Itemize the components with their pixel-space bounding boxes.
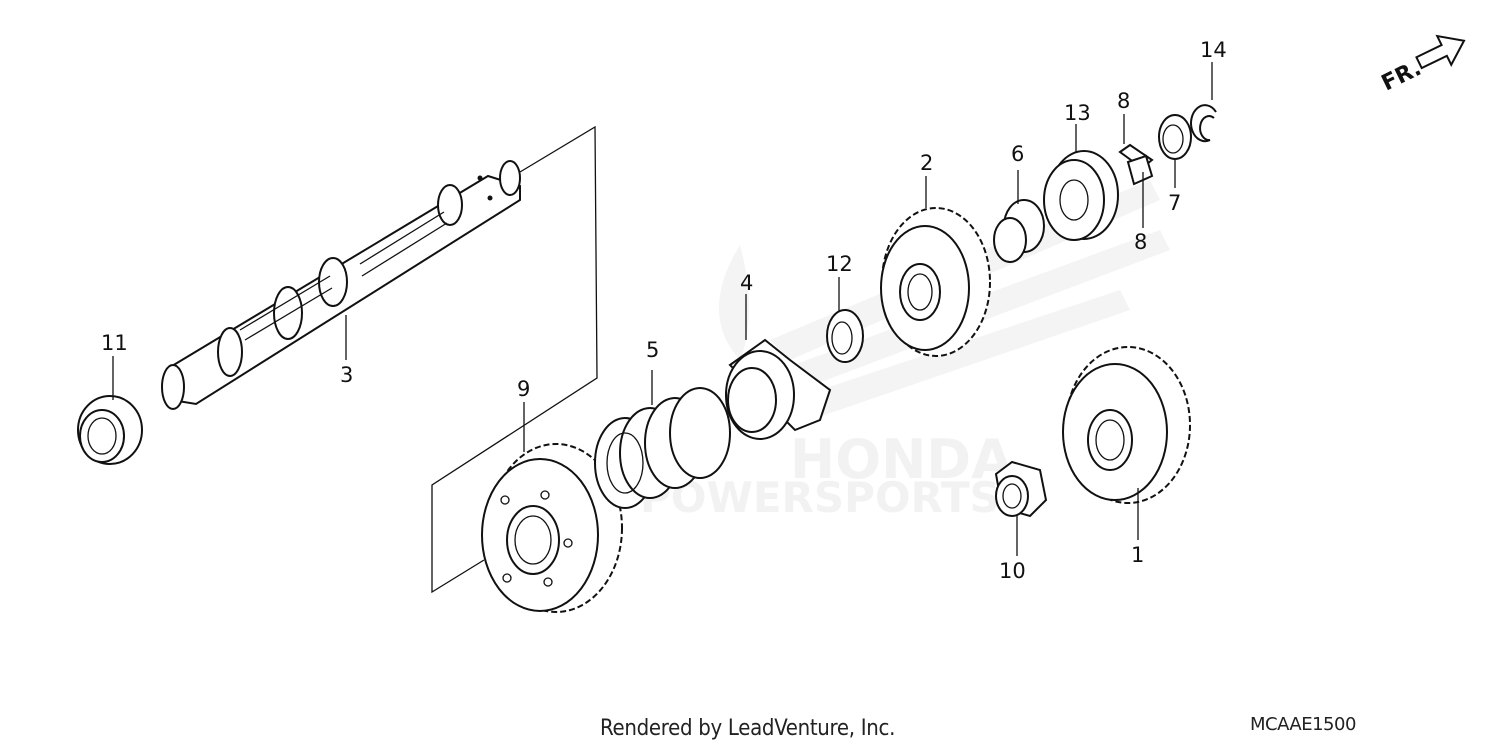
gear-part-9 <box>481 443 623 613</box>
svg-text:HONDA: HONDA <box>790 428 1013 491</box>
gear-part-2 <box>880 207 991 357</box>
callout-13: 13 <box>1064 101 1091 125</box>
circlip-part-14 <box>1190 104 1217 143</box>
diagram-code: MCAAE1500 <box>1250 714 1356 735</box>
callout-2: 2 <box>920 151 933 175</box>
bearing-part-13 <box>1043 150 1119 241</box>
cotter-part-8 <box>1118 143 1154 186</box>
arrow-icon <box>1415 34 1466 70</box>
direction-marker: FR. <box>1378 34 1466 96</box>
callout-9: 9 <box>517 377 530 401</box>
callout-12: 12 <box>826 252 853 276</box>
shaft-part-3 <box>161 160 521 410</box>
callout-10: 10 <box>999 559 1026 583</box>
washer-part-7 <box>1158 114 1192 160</box>
callout-6: 6 <box>1011 142 1024 166</box>
callout-7: 7 <box>1168 191 1181 215</box>
callout-3: 3 <box>340 363 353 387</box>
leader-lines <box>112 62 1213 556</box>
callout-1: 1 <box>1131 543 1144 567</box>
collar-part-6 <box>993 199 1045 263</box>
footer-credit: Rendered by LeadVenture, Inc. <box>600 716 896 741</box>
callout-14: 14 <box>1200 38 1227 62</box>
callout-11: 11 <box>101 331 128 355</box>
callouts: 1 2 3 4 5 6 7 8 8 9 10 11 12 13 14 <box>101 38 1227 583</box>
svg-text:POWERSPORTS: POWERSPORTS <box>640 473 1000 522</box>
callout-4: 4 <box>740 271 753 295</box>
callout-8-top: 8 <box>1117 89 1130 113</box>
spring-part-5 <box>594 387 731 509</box>
nut-part-10 <box>994 460 1048 518</box>
nut-part-11 <box>77 395 143 465</box>
cam-part-4 <box>725 338 832 440</box>
washer-part-12 <box>826 309 864 363</box>
callout-5: 5 <box>646 338 659 362</box>
gear-part-1 <box>1062 346 1191 504</box>
callout-8-bottom: 8 <box>1134 230 1147 254</box>
shaft-bracket-lines <box>431 125 598 594</box>
